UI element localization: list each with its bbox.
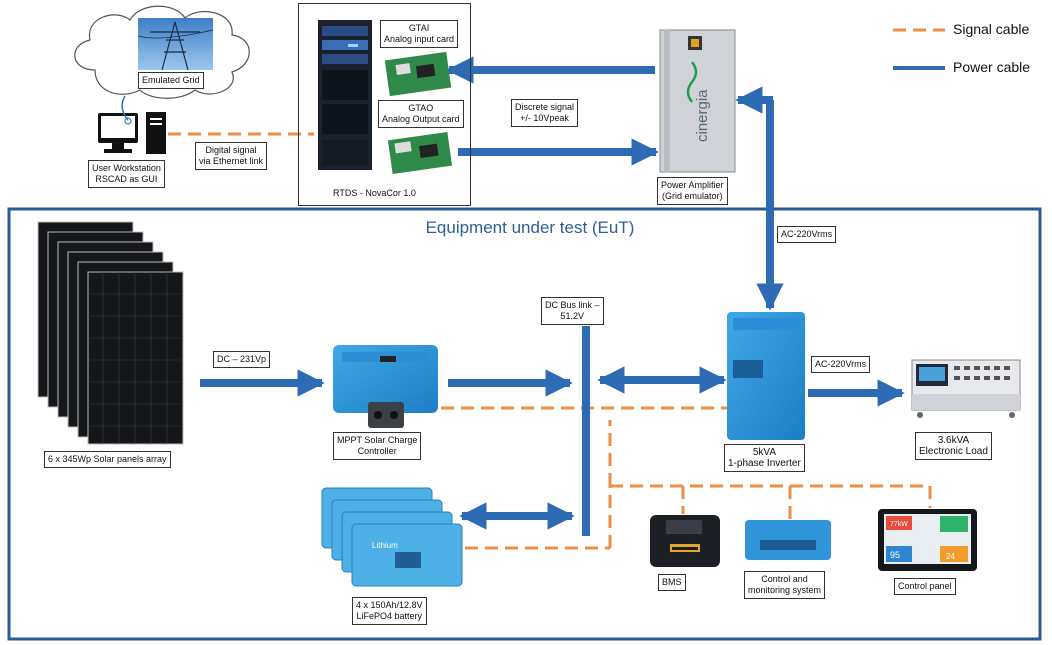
dc-link-label: DC Bus link –51.2V xyxy=(541,297,604,325)
legend-power-label: Power cable xyxy=(953,59,1031,75)
ac-load-label: AC-220Vrms xyxy=(811,356,871,373)
ac-top-label: AC-220Vrms xyxy=(777,226,837,243)
inverter-device xyxy=(727,312,805,440)
control-panel-label: Control panel xyxy=(894,578,956,595)
solar-panel-array xyxy=(37,221,184,445)
solar-label: 6 x 345Wp Solar panels array xyxy=(44,451,171,468)
control-panel-device xyxy=(878,509,977,571)
cinergia-logo-text: cinergia xyxy=(694,89,711,142)
power-amplifier-cabinet xyxy=(659,29,736,173)
eut-title: Equipment under test (EuT) xyxy=(425,218,635,237)
rtds-label: RTDS - NovaCor 1.0 xyxy=(333,188,416,198)
rtds-cabinet xyxy=(318,20,372,170)
electronic-load-device xyxy=(911,359,1021,418)
eut-frame xyxy=(7,207,1042,641)
battery-brand-text: Lithium xyxy=(372,541,398,550)
amplifier-label: Power Amplifier(Grid emulator) xyxy=(657,177,728,205)
grid-tower-photo xyxy=(138,18,213,70)
bms-label: BMS xyxy=(658,574,686,591)
dc-pv-label: DC – 231Vp xyxy=(213,351,271,368)
rtds-enclosure xyxy=(298,3,471,206)
discrete-signal-label: Discrete signal+/- 10Vpeak xyxy=(511,99,579,127)
bms-device xyxy=(650,515,720,567)
workstation-icon xyxy=(98,112,166,154)
panel-tile-2: 95 xyxy=(890,550,900,560)
gtao-card xyxy=(387,131,453,175)
panel-tile-3: 24 xyxy=(946,552,955,561)
panel-tile-1: 77kW xyxy=(890,521,908,528)
gtai-card xyxy=(384,51,452,97)
emulated-grid-label: Emulated Grid xyxy=(138,72,204,89)
battery-stack xyxy=(321,487,463,587)
mppt-device xyxy=(333,345,438,428)
legend-signal-label: Signal cable xyxy=(953,21,1030,37)
emulated-grid-cloud xyxy=(74,5,250,99)
control-monitoring-device xyxy=(745,520,831,560)
